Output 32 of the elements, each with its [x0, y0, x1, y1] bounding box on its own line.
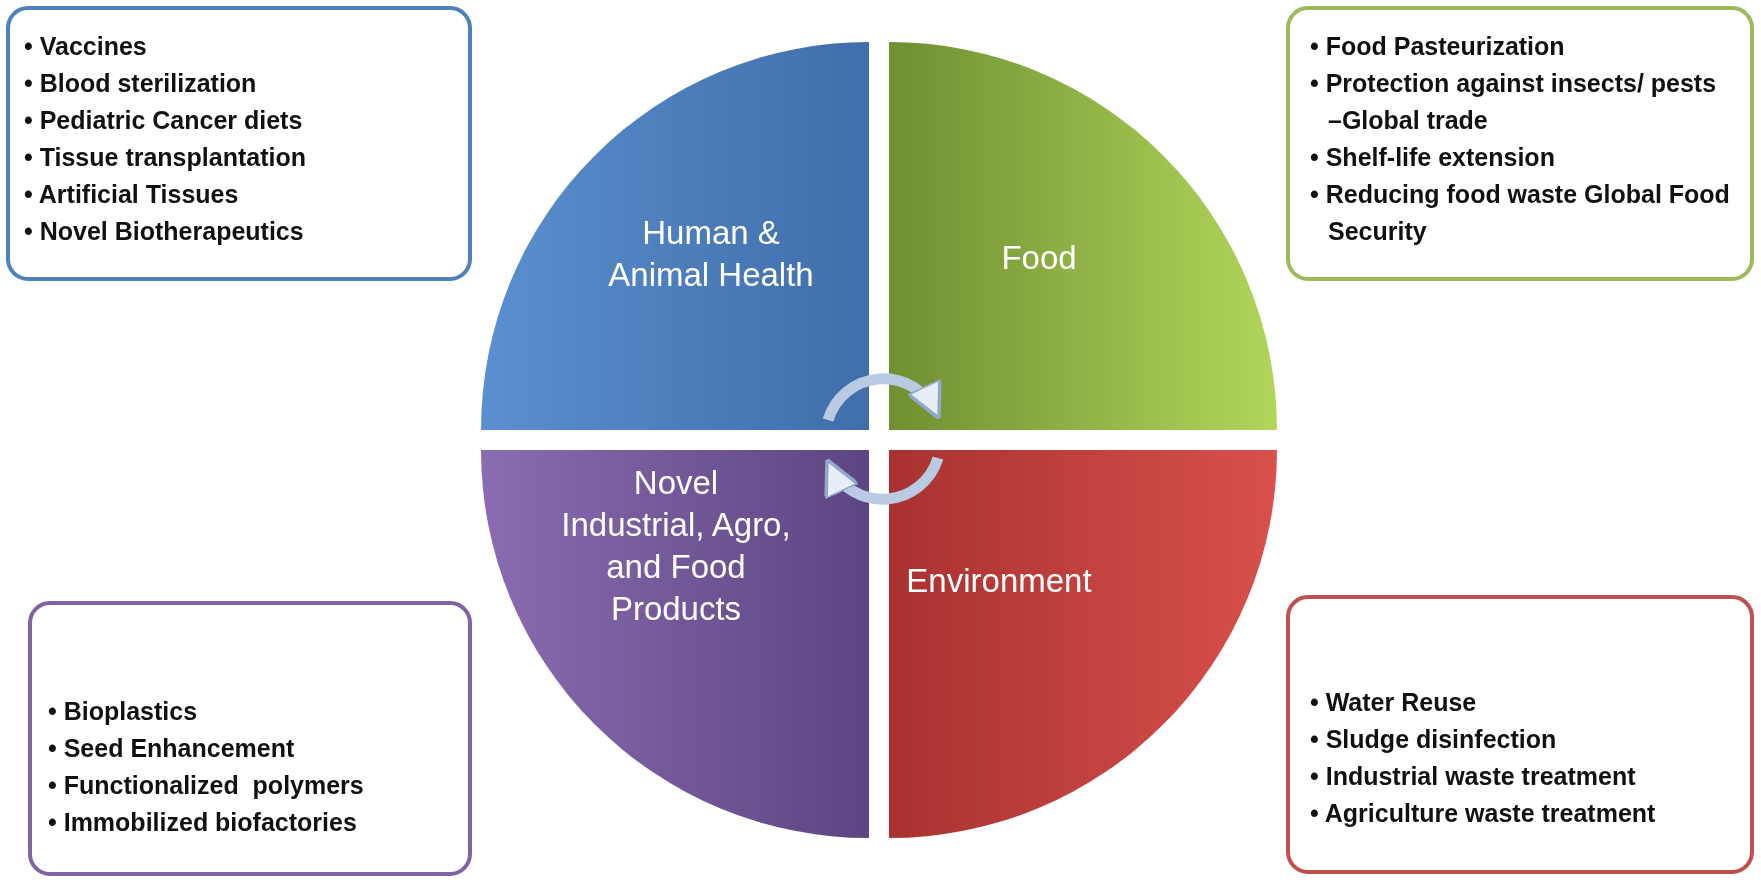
list-item: • Shelf-life extension	[1310, 142, 1556, 173]
list-item: • Protection against insects/ pests –Global trade	[1310, 68, 1718, 136]
list-item: • Artificial Tissues	[24, 179, 240, 210]
list-item: • Immobilized biofactories	[48, 807, 358, 838]
quadrant-sector	[481, 42, 869, 430]
list-item: • Tissue transplantation	[24, 142, 307, 173]
quadrant-sector	[889, 450, 1277, 838]
curved-arrow	[822, 373, 942, 422]
list-item: • Sludge disinfection	[1310, 724, 1558, 755]
list-item: • Seed Enhancement	[48, 733, 296, 764]
list-item: • Reducing food waste Global Food Security	[1310, 179, 1730, 247]
list-item: • Functionalized polymers	[48, 770, 365, 801]
sector-label: Novel Industrial, Agro, and Food Products	[561, 463, 791, 629]
list-panel	[1286, 6, 1754, 281]
list-panel	[1286, 595, 1754, 874]
quadrant-sector	[889, 42, 1277, 430]
quadrant-sector	[481, 450, 869, 838]
list-item: • Novel Biotherapeutics	[24, 216, 305, 247]
sector-label: Human & Animal Health	[607, 213, 815, 295]
list-item: • Bioplastics	[48, 696, 199, 727]
list-item: • Food Pasteurization	[1310, 31, 1566, 62]
list-panel	[28, 601, 472, 876]
curved-arrow	[824, 456, 944, 505]
sector-label: Environment	[905, 561, 1093, 601]
sector-label: Food	[1000, 238, 1078, 278]
list-item: • Water Reuse	[1310, 687, 1478, 718]
list-item: • Industrial waste treatment	[1310, 761, 1637, 792]
list-item: • Vaccines	[24, 31, 148, 62]
list-item: • Pediatric Cancer diets	[24, 105, 304, 136]
list-item: • Blood sterilization	[24, 68, 258, 99]
list-panel	[6, 6, 472, 281]
list-item: • Agriculture waste treatment	[1310, 798, 1657, 829]
